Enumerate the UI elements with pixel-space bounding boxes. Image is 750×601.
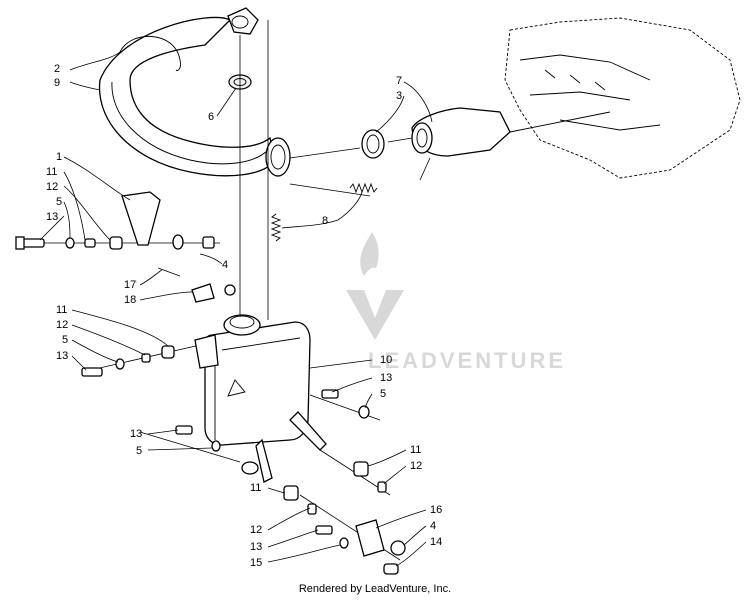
callout-11: 11 <box>46 166 57 178</box>
callout-8: 8 <box>322 215 328 227</box>
muffler <box>194 314 327 483</box>
callout-2: 2 <box>54 63 60 75</box>
fastener-row-right <box>321 389 387 493</box>
footer-credit: Rendered by LeadVenture, Inc. <box>298 583 452 595</box>
callout-labels: 2 9 6 7 3 8 1 11 12 5 13 4 17 18 11 12 5… <box>46 63 442 569</box>
callout-12: 12 <box>56 319 68 331</box>
callout-12: 12 <box>410 460 422 472</box>
callout-18: 18 <box>124 294 136 306</box>
fastener-row-lower <box>283 485 406 575</box>
bracket-tab <box>191 283 215 303</box>
callout-17: 17 <box>124 279 136 291</box>
callout-5: 5 <box>56 196 62 208</box>
mount-bracket <box>121 191 161 246</box>
engine-outline <box>504 17 741 179</box>
callout-11: 11 <box>56 304 67 316</box>
cotter-pin <box>157 267 181 277</box>
callout-7: 7 <box>396 75 402 87</box>
callout-16: 16 <box>430 504 442 516</box>
hose-clamp <box>119 36 181 71</box>
watermark-brand: LEADVENTURE <box>368 348 566 373</box>
callout-5: 5 <box>62 334 68 346</box>
callout-13: 13 <box>56 350 68 362</box>
callout-6: 6 <box>208 111 214 123</box>
expansion-chamber <box>98 7 291 177</box>
callout-15: 15 <box>250 557 262 569</box>
fastener-row-upper <box>15 234 215 250</box>
callout-3: 3 <box>396 90 402 102</box>
callout-1: 1 <box>56 151 62 163</box>
callout-12: 12 <box>46 181 58 193</box>
callout-11: 11 <box>410 444 421 456</box>
callout-12: 12 <box>250 524 262 536</box>
spring-horizontal <box>349 182 378 194</box>
spring-vertical <box>270 213 282 242</box>
callout-11: 11 <box>250 482 261 494</box>
callout-13: 13 <box>380 372 392 384</box>
seal-ring <box>361 129 385 159</box>
watermark-logo <box>346 232 404 340</box>
callout-leaders <box>39 51 433 567</box>
callout-13: 13 <box>130 428 142 440</box>
callout-5: 5 <box>380 388 386 400</box>
callout-4: 4 <box>222 259 228 271</box>
fastener-row-left <box>81 345 175 377</box>
callout-10: 10 <box>380 354 392 366</box>
callout-4: 4 <box>430 520 436 532</box>
callout-5: 5 <box>136 445 142 457</box>
callout-13: 13 <box>46 211 58 223</box>
exhaust-manifold <box>411 107 611 157</box>
callout-13: 13 <box>250 541 262 553</box>
callout-14: 14 <box>430 536 442 548</box>
callout-9: 9 <box>54 77 60 89</box>
